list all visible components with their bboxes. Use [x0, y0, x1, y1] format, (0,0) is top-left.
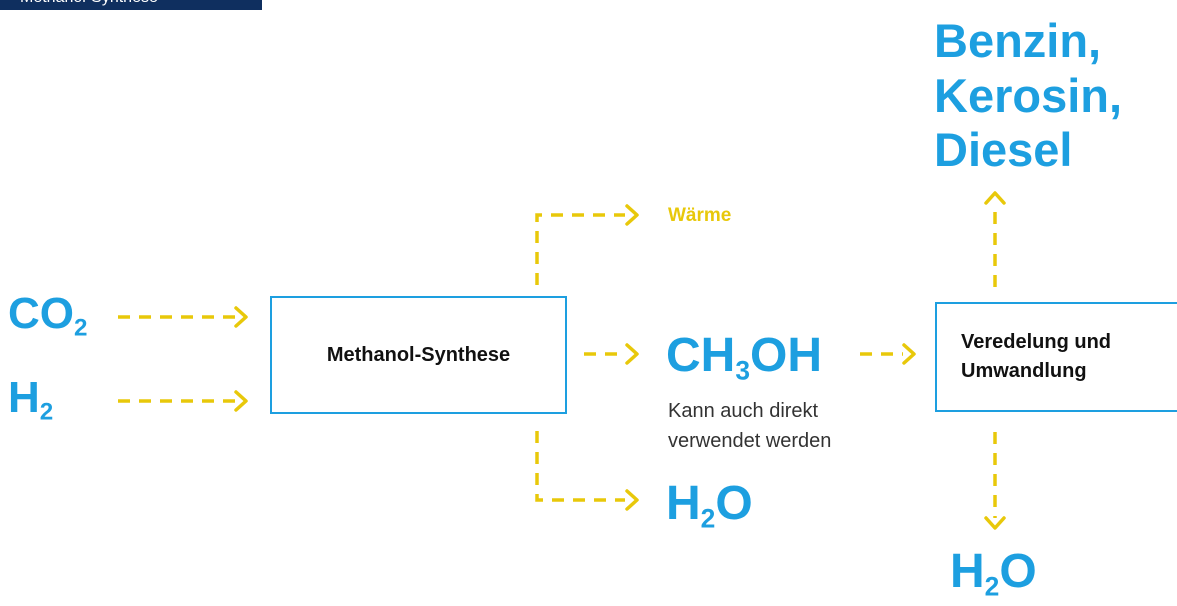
arrowhead-refining	[902, 343, 916, 365]
arrowhead-methanol	[625, 343, 639, 365]
refining-label-line-1: Veredelung und	[961, 331, 1112, 353]
water-formula-1: H2O	[666, 477, 753, 534]
water-formula-2: H2O	[950, 545, 1037, 602]
arrow-synthesis-to-water	[535, 431, 625, 502]
fuels-label: Benzin, Kerosin, Diesel	[934, 14, 1122, 178]
arrowhead-water-2	[984, 516, 1006, 530]
methanol-note: Kann auch direkt verwendet werden	[668, 396, 831, 456]
arrow-synthesis-to-heat	[535, 213, 625, 285]
co2-formula: CO2	[8, 289, 88, 342]
arrowhead-fuels	[984, 191, 1006, 205]
heat-label: Wärme	[668, 205, 732, 226]
fuels-line-3: Diesel	[934, 123, 1073, 177]
methanol-formula: CH3OH	[666, 329, 823, 386]
methanol-note-line-1: Kann auch direkt	[668, 400, 819, 422]
fuels-line-2: Kerosin,	[934, 68, 1123, 122]
refining-label: Veredelung und Umwandlung	[961, 328, 1111, 386]
arrow-heads	[234, 191, 1006, 530]
fuels-line-1: Benzin,	[934, 14, 1102, 67]
methanol-note-line-2: verwendet werden	[668, 430, 832, 452]
arrow-lines	[118, 203, 997, 518]
methanol-synthesis-box: Methanol-Synthese	[270, 296, 567, 414]
arrowhead-water	[625, 489, 639, 511]
arrowhead-h2	[234, 390, 248, 412]
h2-formula: H2	[8, 373, 54, 426]
arrowhead-co2	[234, 306, 248, 328]
refining-label-line-2: Umwandlung	[961, 360, 1087, 382]
methanol-synthesis-label: Methanol-Synthese	[326, 343, 511, 366]
arrowhead-heat	[625, 204, 639, 226]
refining-box: Veredelung und Umwandlung	[935, 302, 1177, 412]
title-tag: Methanol-Synthese	[0, 0, 262, 10]
